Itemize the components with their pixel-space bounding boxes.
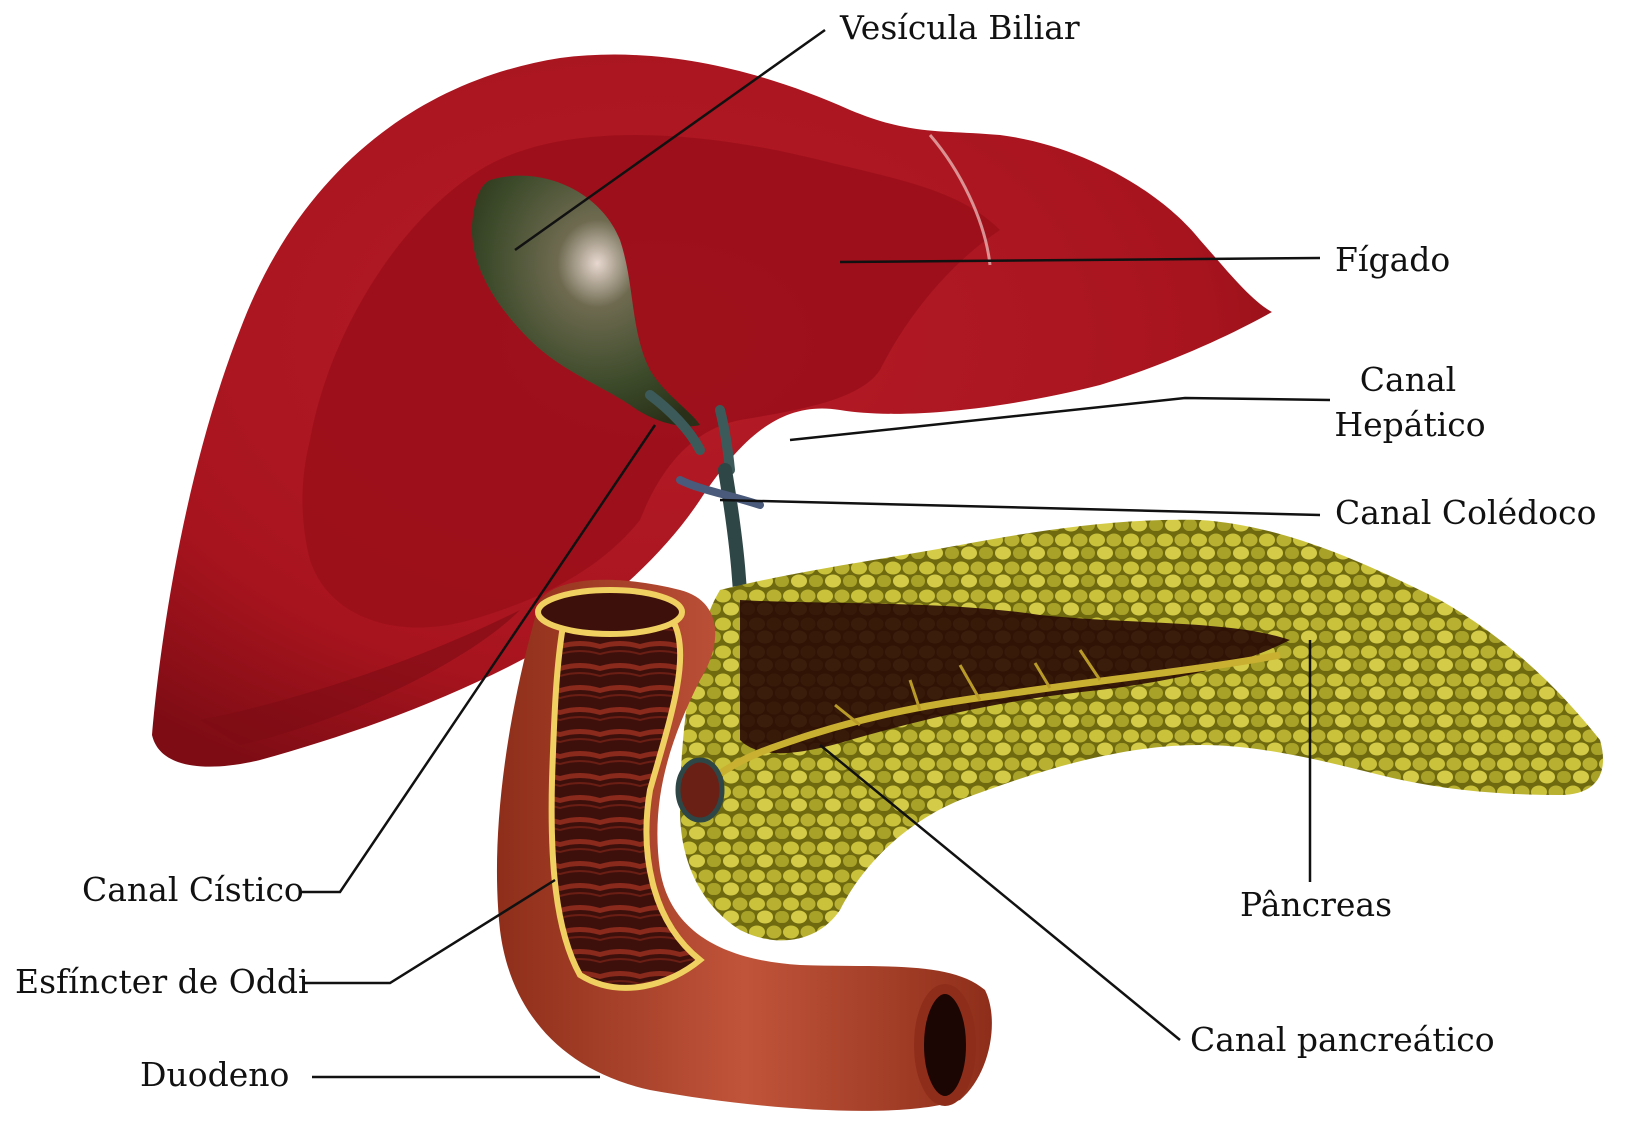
label-vesicula-biliar: Vesícula Biliar (840, 8, 1080, 48)
duodenum-opening-end (919, 989, 971, 1101)
label-figado: Fígado (1335, 240, 1450, 280)
label-canal-hepatico-line2: Hepático (1330, 405, 1490, 445)
label-esfincter-de-oddi: Esfíncter de Oddi (15, 962, 309, 1002)
label-pancreas: Pâncreas (1240, 885, 1392, 925)
label-canal-cistico: Canal Cístico (82, 870, 304, 910)
label-duodeno: Duodeno (140, 1055, 289, 1095)
label-canal-pancreatico: Canal pancreático (1190, 1020, 1495, 1060)
label-canal-coledoco: Canal Colédoco (1335, 493, 1596, 533)
pancreas (680, 520, 1603, 941)
label-canal-hepatico-line1: Canal (1338, 360, 1478, 400)
duodenum-opening-top (538, 590, 682, 634)
papilla (678, 760, 722, 820)
leader-canal-coledoco (720, 500, 1320, 515)
